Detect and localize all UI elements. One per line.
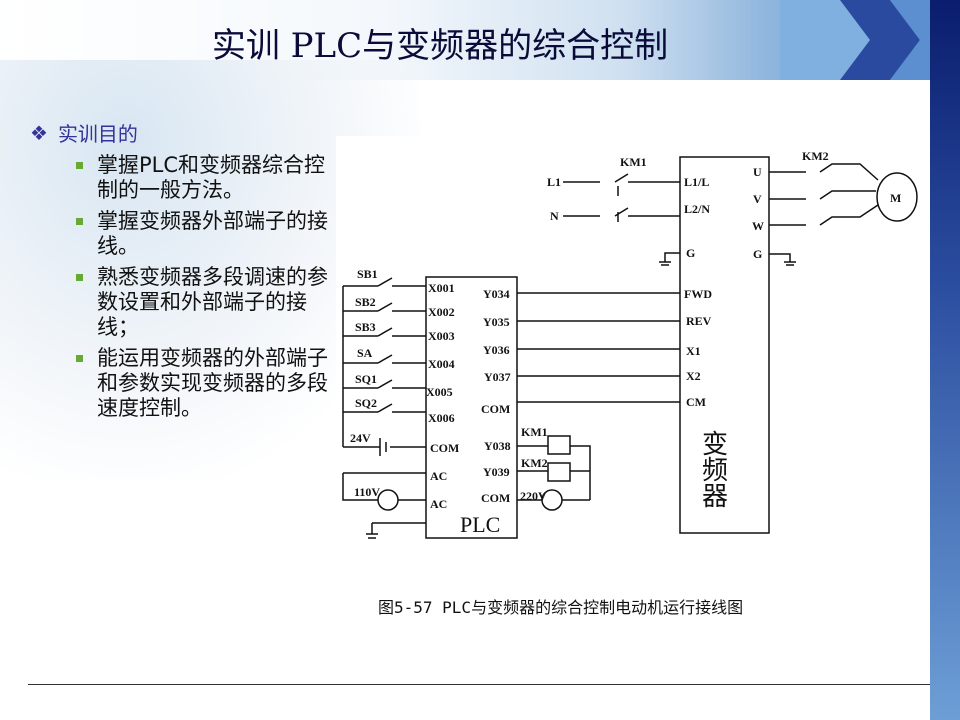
circuit-svg: KM1 L1 N KM2 M SB1 SB2 SB3 SA SQ1 SQ2 24… xyxy=(342,149,918,539)
plc-label: PLC xyxy=(460,512,500,537)
square-bullet-icon xyxy=(76,355,83,362)
inverter-terminal-label: X2 xyxy=(686,369,701,383)
plc-input-label: X003 xyxy=(428,329,455,343)
square-bullet-icon xyxy=(76,218,83,225)
plc-box xyxy=(425,276,518,539)
inverter-terminal-label: FWD xyxy=(684,287,712,301)
plc-output-label: Y036 xyxy=(483,343,510,357)
right-decorative-bar xyxy=(930,0,960,720)
switch-label: SQ1 xyxy=(355,372,377,386)
mains-l1-label: L1 xyxy=(547,175,561,189)
plc-input-label: AC xyxy=(430,469,447,483)
switch-label: SB3 xyxy=(355,320,376,334)
coil-label: KM2 xyxy=(521,456,548,470)
plc-output-label: Y035 xyxy=(483,315,510,329)
slide-title: 实训 PLC与变频器的综合控制 xyxy=(211,26,669,66)
inverter-terminal-label: L2/N xyxy=(684,202,710,216)
footer-divider xyxy=(28,684,930,685)
chevron-decoration-icon xyxy=(780,0,930,80)
plc-input-label: X001 xyxy=(428,281,455,295)
mains-n-label: N xyxy=(550,209,559,223)
switch-label: SB2 xyxy=(355,295,376,309)
diamond-bullet-icon: ❖ xyxy=(30,120,48,145)
supply-110v-label: 110V xyxy=(354,485,380,499)
inverter-terminal-label: U xyxy=(753,165,762,179)
plc-output-label: Y039 xyxy=(483,465,510,479)
inverter-box xyxy=(679,156,770,534)
plc-input-label: X006 xyxy=(428,411,455,425)
plc-output-label: Y034 xyxy=(483,287,510,301)
square-bullet-icon xyxy=(76,274,83,281)
inverter-terminal-label: CM xyxy=(686,395,706,409)
inverter-terminal-label: REV xyxy=(686,314,712,328)
inverter-terminal-label: G xyxy=(686,246,695,260)
list-item: 能运用变频器的外部端子和参数实现变频器的多段速度控制。 xyxy=(76,346,330,421)
wiring-diagram: KM1 L1 N KM2 M SB1 SB2 SB3 SA SQ1 SQ2 24… xyxy=(336,136,930,636)
plc-input-label: COM xyxy=(430,441,459,455)
inverter-terminal-label: V xyxy=(753,192,762,206)
plc-input-label: X002 xyxy=(428,305,455,319)
objectives-list: ❖实训目的 掌握PLC和变频器综合控制的一般方法。 掌握变频器外部端子的接线。 … xyxy=(30,118,330,421)
section-heading: ❖实训目的 xyxy=(30,120,138,147)
coil-label: KM1 xyxy=(521,425,548,439)
list-item: 掌握PLC和变频器综合控制的一般方法。 xyxy=(76,153,330,203)
plc-output-label: COM xyxy=(481,491,510,505)
inverter-label: 变频器 xyxy=(699,430,728,508)
km1-label: KM1 xyxy=(620,155,647,169)
inverter-terminal-label: L1/L xyxy=(684,175,709,189)
inverter-terminal-label: X1 xyxy=(686,344,701,358)
inverter-terminal-label: W xyxy=(752,219,764,233)
figure-caption: 图5-57 PLC与变频器的综合控制电动机运行接线图 xyxy=(378,598,744,617)
square-bullet-icon xyxy=(76,162,83,169)
switch-label: SA xyxy=(357,346,373,360)
switch-label: SQ2 xyxy=(355,396,377,410)
plc-input-label: X004 xyxy=(428,357,455,371)
supply-24v-label: 24V xyxy=(350,431,371,445)
plc-output-label: Y038 xyxy=(484,439,511,453)
plc-output-label: COM xyxy=(481,402,510,416)
list-item: 熟悉变频器多段调速的参数设置和外部端子的接线； xyxy=(76,265,330,340)
plc-output-label: Y037 xyxy=(484,370,511,384)
plc-input-label: AC xyxy=(430,497,447,511)
motor-label: M xyxy=(890,191,901,205)
inverter-terminal-label: G xyxy=(753,247,762,261)
km2-label: KM2 xyxy=(802,149,829,163)
switch-label: SB1 xyxy=(357,267,378,281)
supply-220v-label: 220V xyxy=(520,489,547,503)
list-item: 掌握变频器外部端子的接线。 xyxy=(76,209,330,259)
plc-input-label: X005 xyxy=(426,385,453,399)
